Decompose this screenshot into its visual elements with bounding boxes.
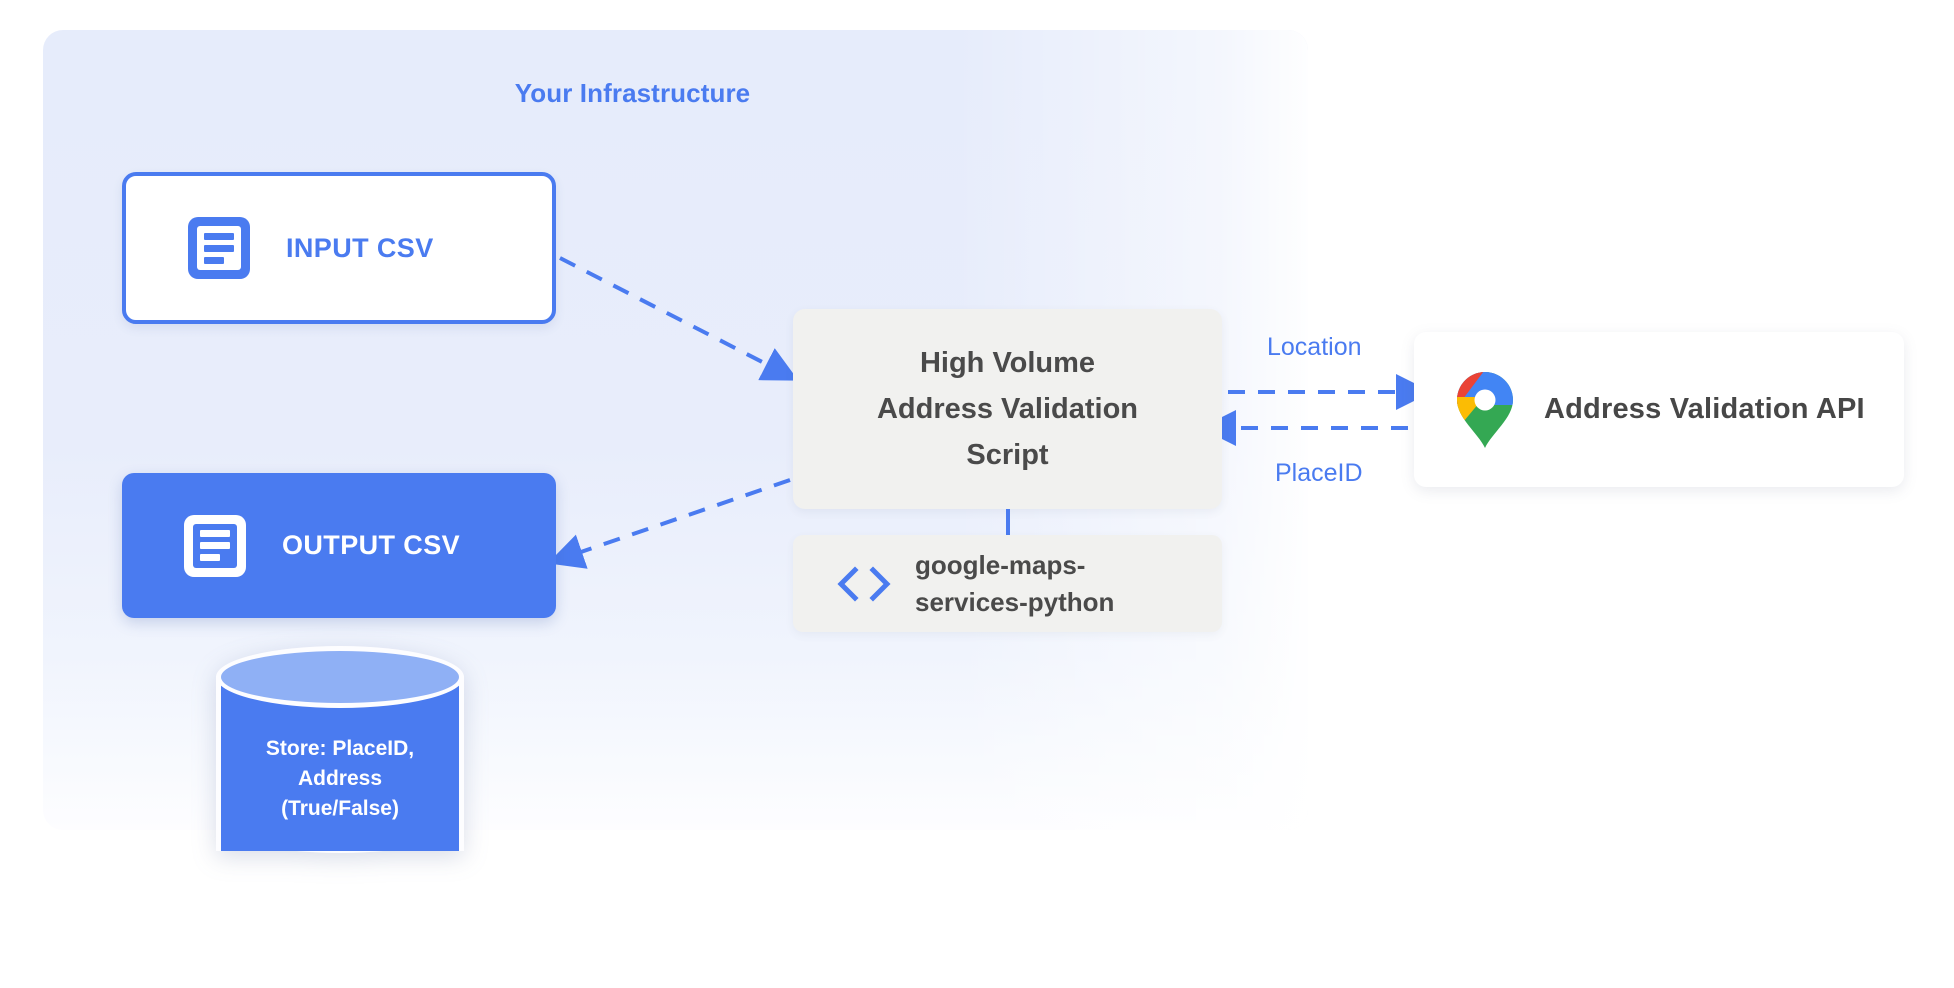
database-label: Store: PlaceID, Address (True/False) xyxy=(265,737,415,820)
address-validation-api-card[interactable]: Address Validation API xyxy=(1414,332,1904,487)
edge-label-location: Location xyxy=(1267,333,1362,361)
google-maps-pin-icon xyxy=(1457,371,1513,448)
edge-label-placeid: PlaceID xyxy=(1275,459,1363,487)
input-csv-card[interactable]: INPUT CSV xyxy=(122,172,556,324)
document-icon xyxy=(184,514,246,577)
library-label: google-maps- services-python xyxy=(915,549,1115,617)
output-csv-label: OUTPUT CSV xyxy=(282,530,461,560)
document-icon xyxy=(188,217,250,279)
script-library-connector xyxy=(1006,509,1010,536)
panel-title: Your Infrastructure xyxy=(514,78,751,108)
script-label: High Volume Address Validation Script xyxy=(876,347,1139,471)
output-csv-card[interactable]: OUTPUT CSV xyxy=(122,473,556,618)
code-brackets-icon xyxy=(837,565,891,602)
database-cylinder[interactable]: Store: PlaceID, Address (True/False) xyxy=(216,646,464,881)
library-box[interactable]: google-maps- services-python xyxy=(793,535,1222,632)
api-label: Address Validation API xyxy=(1544,393,1865,425)
input-csv-label: INPUT CSV xyxy=(286,232,434,263)
script-box[interactable]: High Volume Address Validation Script xyxy=(793,309,1222,509)
database-top xyxy=(216,646,464,708)
